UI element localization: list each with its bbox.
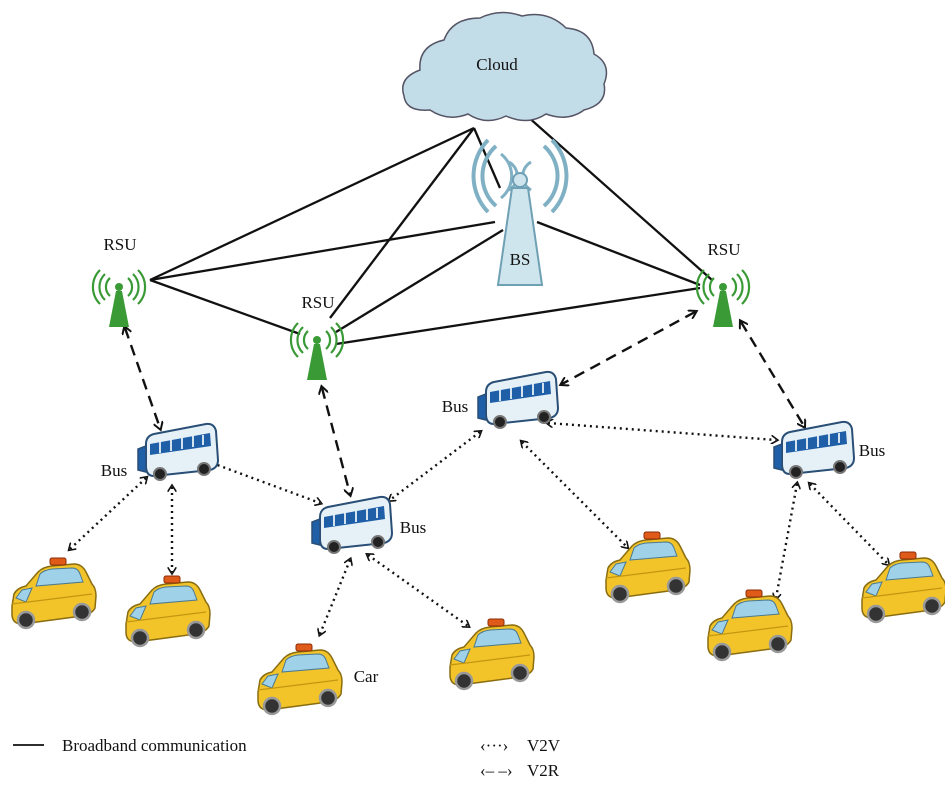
v2v-bus-center-taxi-3 [522, 442, 627, 547]
rsu-right-antenna-icon [695, 268, 751, 329]
v2v-bus-left-bus-mid [212, 463, 320, 503]
rsu-right-node: RSU [695, 240, 751, 329]
taxi-icon-3 [604, 530, 692, 604]
bus-right-label: Bus [859, 441, 885, 460]
bus-center-node: Bus [442, 370, 559, 429]
taxi-icon-2 [124, 574, 212, 648]
bs-tower-shape [496, 187, 544, 286]
taxi-icon-6 [860, 550, 945, 624]
legend-v2r-label: V2R [527, 761, 560, 780]
legend: Broadband communication ‹···› V2V ‹– –› … [13, 736, 561, 780]
bus-left-label: Bus [101, 461, 127, 480]
legend-v2v-label: V2V [527, 736, 561, 755]
cloud-label: Cloud [476, 55, 518, 74]
rsu-left-antenna-icon [91, 268, 147, 329]
v2v-bus-left-taxi-1 [70, 478, 146, 549]
broadband-links [149, 107, 713, 346]
cloud-node: Cloud [402, 11, 608, 122]
v2v-bus-center-bus-mid [390, 432, 480, 500]
legend-v2v-symbol: ‹···› [480, 736, 508, 755]
bus-mid-node: Bus [311, 495, 426, 554]
v2v-bus-right-taxi-5 [776, 484, 797, 598]
rsu-mid-antenna-icon [289, 321, 345, 382]
v2r-rsu-left-bus-left [125, 328, 160, 428]
rsu-mid-label: RSU [301, 293, 334, 312]
v2v-links [70, 423, 888, 634]
legend-broadband: Broadband communication [13, 736, 247, 755]
v2r-rsu-mid-bus-mid [322, 388, 350, 494]
v2r-rsu-right-bus-right [741, 322, 804, 426]
car-icon [256, 642, 344, 716]
rsu-right-label: RSU [707, 240, 740, 259]
car-node: Car [256, 642, 379, 716]
legend-v2r: ‹– –› V2R [480, 761, 560, 780]
v2r-links [125, 312, 804, 494]
legend-v2v: ‹···› V2V [480, 736, 561, 755]
taxi-icon-5 [706, 588, 794, 662]
link-rsu-mid-rsu-right [335, 286, 701, 346]
rsu-left-node: RSU [91, 235, 147, 329]
bus-left-icon [137, 422, 219, 481]
bs-node: BS [471, 138, 569, 286]
link-bs-rsu-right [536, 220, 701, 287]
bs-top-icon [512, 172, 528, 188]
bus-mid-label: Bus [400, 518, 426, 537]
legend-v2r-symbol: ‹– –› [480, 761, 513, 780]
taxi-icon-1 [10, 556, 98, 630]
bs-label: BS [510, 250, 531, 269]
v2v-bus-right-taxi-6 [810, 484, 888, 564]
link-bs-rsu-mid [335, 229, 504, 333]
rsu-mid-node: RSU [289, 293, 345, 382]
rsu-left-label: RSU [103, 235, 136, 254]
taxi-icon-4 [448, 617, 536, 691]
link-rsu-left-rsu-mid [149, 278, 301, 336]
v2v-bus-mid-taxi-4 [368, 555, 468, 626]
v2v-bus-mid-car [320, 560, 350, 634]
bus-left-node: Bus [101, 422, 219, 481]
v2v-bus-center-bus-right [548, 423, 776, 440]
bus-center-label: Bus [442, 397, 468, 416]
bus-mid-icon [311, 495, 393, 554]
link-bs-rsu-left [149, 220, 496, 282]
cloud-shape [402, 11, 608, 122]
bus-center-icon [477, 370, 559, 429]
link-cloud-rsu-right [517, 107, 713, 281]
car-label: Car [354, 667, 379, 686]
link-cloud-rsu-left [149, 126, 475, 282]
bus-right-icon [773, 420, 855, 479]
legend-broadband-label: Broadband communication [62, 736, 247, 755]
bus-right-node: Bus [773, 420, 885, 479]
v2r-rsu-right-bus-center [562, 312, 695, 384]
link-cloud-rsu-mid [329, 127, 475, 319]
